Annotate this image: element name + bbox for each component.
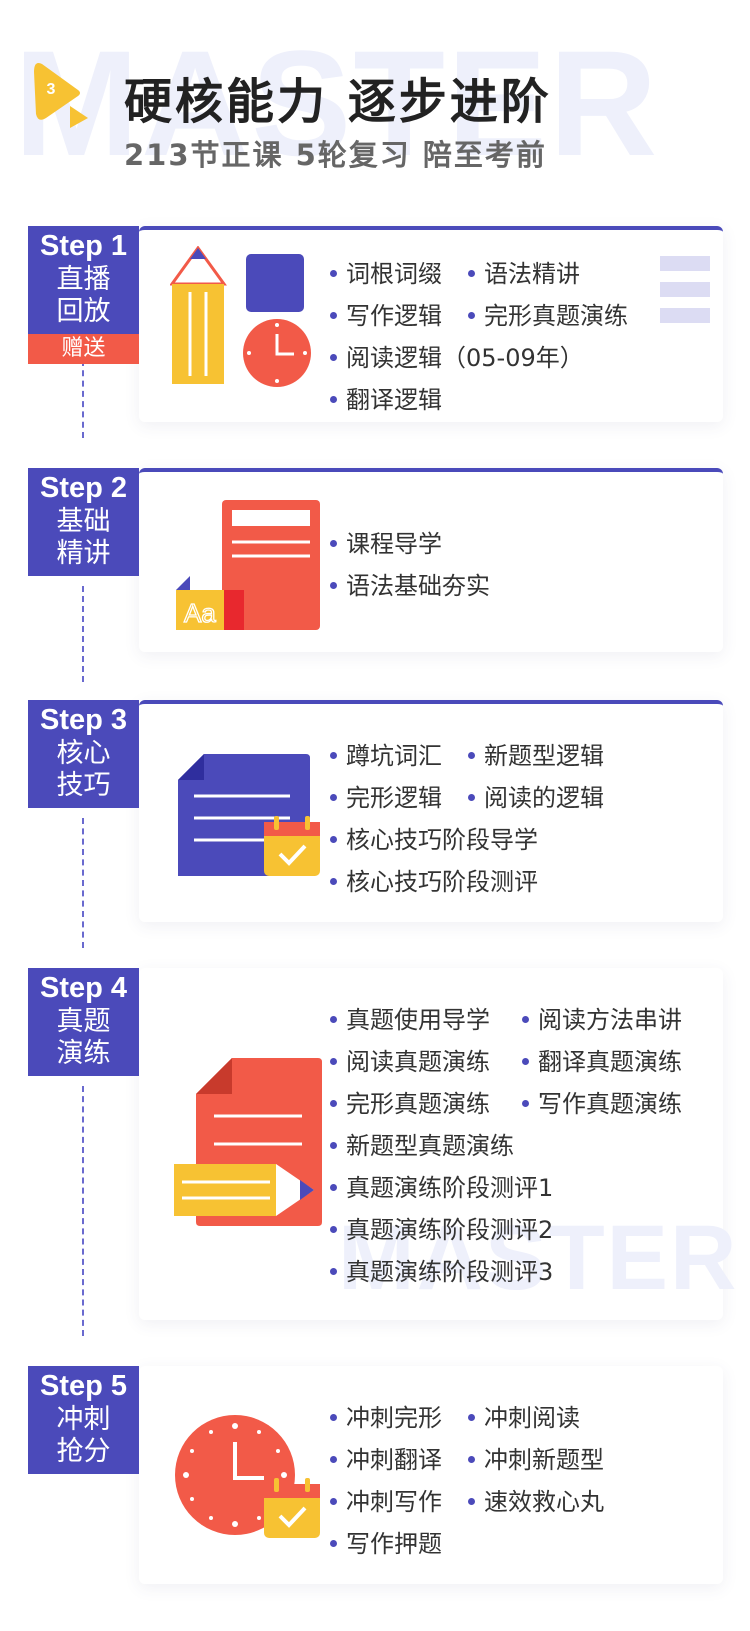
page-title: 硬核能力 逐步进阶	[124, 74, 552, 130]
step-label-line: 演练	[56, 1038, 111, 1069]
step-tag-4: Step 4 真题 演练	[28, 968, 139, 1076]
step-label-line: 抢分	[56, 1436, 111, 1467]
list-item: 阅读的逻辑	[468, 778, 604, 813]
list-item: 真题演练阶段测评1	[330, 1168, 553, 1203]
list-item: 冲刺写作	[330, 1482, 442, 1517]
step-label-line: 冲刺	[56, 1404, 111, 1435]
decorative-lines	[660, 256, 710, 334]
step-tag-5: Step 5 冲刺 抢分	[28, 1366, 139, 1474]
list-item: 写作真题演练	[522, 1084, 682, 1119]
gift-badge: 赠送	[28, 334, 139, 364]
list-item: 核心技巧阶段测评	[330, 862, 538, 897]
connector-4	[82, 1086, 84, 1336]
list-item: 新题型逻辑	[468, 736, 604, 771]
list-item: 真题演练阶段测评2	[330, 1210, 553, 1245]
step-label-line: 精讲	[56, 538, 111, 569]
list-item: 语法精讲	[468, 254, 580, 289]
step-tag-1: Step 1 直播 回放 赠送	[28, 226, 139, 364]
list-item: 冲刺完形	[330, 1398, 442, 1433]
pencil-icon	[170, 246, 227, 384]
list-item: 词根词缀	[330, 254, 442, 289]
list-item: 翻译逻辑	[330, 380, 442, 415]
list-item: 完形逻辑	[330, 778, 442, 813]
list-item: 真题使用导学	[330, 1000, 490, 1035]
play-badge-icon	[34, 63, 88, 128]
step-label-line: 核心	[56, 738, 111, 769]
connector-2	[82, 586, 84, 682]
step-card-1	[139, 226, 723, 422]
calendar-check-icon	[264, 816, 320, 876]
list-item: 阅读方法串讲	[522, 1000, 682, 1035]
step-label-line: 技巧	[56, 770, 111, 801]
watermark-mid: MASTER	[338, 1207, 739, 1309]
list-item: 写作押题	[330, 1524, 442, 1559]
list-item: 核心技巧阶段导学	[330, 820, 538, 855]
connector-3	[82, 818, 84, 948]
list-item: 语法基础夯实	[330, 566, 490, 601]
step-number: Step 5	[39, 1370, 128, 1402]
step-number: Step 2	[39, 472, 128, 504]
list-item: 冲刺阅读	[468, 1398, 580, 1433]
list-item: 课程导学	[330, 524, 442, 559]
step-tag-2: Step 2 基础 精讲	[28, 468, 139, 576]
calendar-check-icon	[264, 1478, 320, 1538]
step-number: Step 3	[39, 704, 128, 736]
document-icon	[222, 500, 320, 630]
pencil-icon	[174, 1164, 314, 1216]
list-item: 翻译真题演练	[522, 1042, 682, 1077]
list-item: 蹲坑词汇	[330, 736, 442, 771]
step-tag-3: Step 3 核心 技巧	[28, 700, 139, 808]
step-number: Step 1	[39, 230, 128, 262]
list-item: 完形真题演练	[330, 1084, 490, 1119]
badge-number: 3	[46, 81, 56, 98]
header: 3 硬核能力 逐步进阶 213节正课 5轮复习 陪至考前	[0, 0, 750, 200]
connector-1	[82, 360, 84, 438]
font-card-icon: Aa	[176, 576, 244, 630]
list-item: 冲刺新题型	[468, 1440, 604, 1475]
list-item: 冲刺翻译	[330, 1440, 442, 1475]
list-item: 阅读真题演练	[330, 1042, 490, 1077]
step-label-line: 直播	[56, 264, 111, 295]
watermark-top: MASTER	[14, 19, 660, 187]
list-item: 真题演练阶段测评3	[330, 1252, 553, 1287]
step-label-line: 真题	[56, 1006, 111, 1037]
square-icon	[246, 254, 304, 312]
step-label-line: 回放	[56, 296, 111, 327]
page-subtitle: 213节正课 5轮复习 陪至考前	[124, 138, 547, 172]
list-item: 新题型真题演练	[330, 1126, 514, 1161]
clock-icon	[243, 319, 311, 387]
step-label-line: 基础	[56, 506, 111, 537]
list-item: 完形真题演练	[468, 296, 628, 331]
font-card-text: Aa	[184, 598, 216, 628]
list-item: 写作逻辑	[330, 296, 442, 331]
list-item: 阅读逻辑（05-09年）	[330, 338, 584, 373]
list-item: 速效救心丸	[468, 1482, 604, 1517]
step-number: Step 4	[39, 972, 128, 1004]
